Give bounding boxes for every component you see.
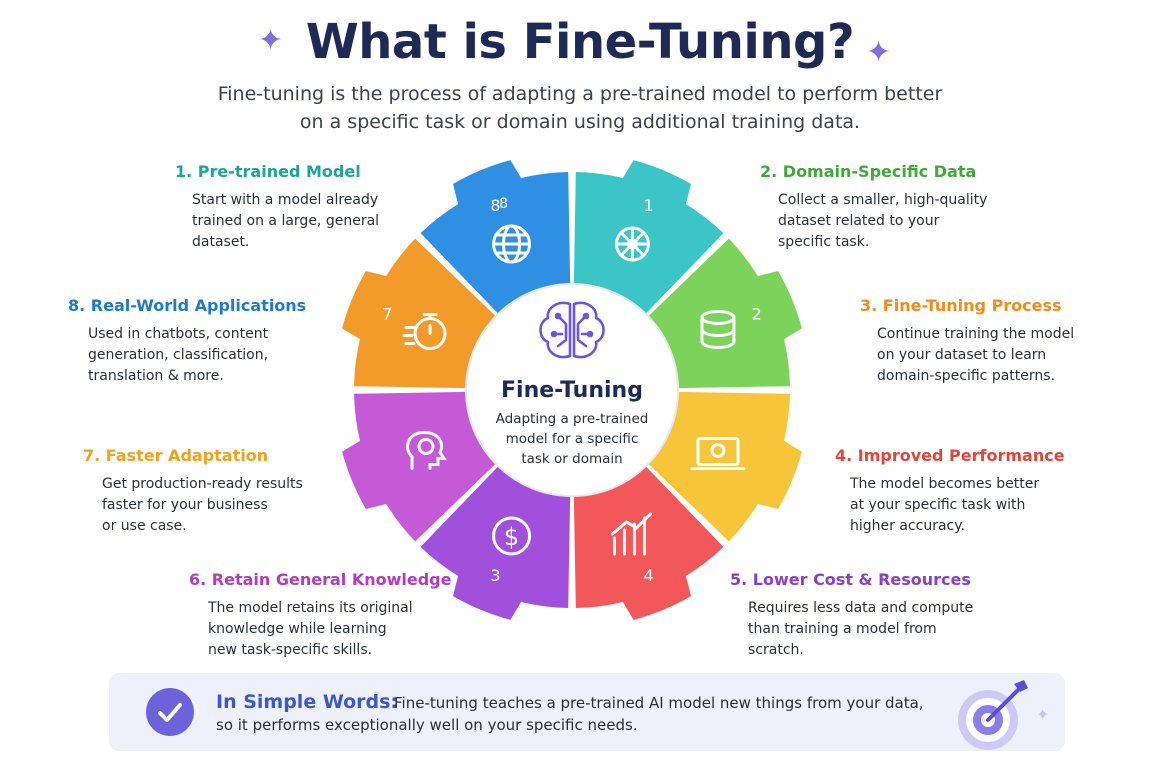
subtitle-line: on a specific task or domain using addit… bbox=[299, 111, 861, 133]
segment-badge: 3 bbox=[490, 566, 500, 585]
step-4: 4. Improved Performance The model become… bbox=[835, 446, 1090, 537]
step-description: The model retains its original knowledge… bbox=[208, 598, 448, 661]
step-description: Requires less data and compute than trai… bbox=[748, 598, 988, 661]
segment-badge: 1 bbox=[643, 196, 653, 215]
step-title: 2. Domain-Specific Data bbox=[760, 162, 977, 181]
segment-badge: 8 bbox=[490, 196, 500, 215]
segment-badge: 4 bbox=[643, 566, 653, 585]
center-desc-line: Adapting a pre-trained bbox=[495, 411, 649, 427]
step-desc-line: than training a model from bbox=[748, 621, 937, 637]
center-desc-line: task or domain bbox=[521, 451, 623, 467]
step-description: Get production-ready results faster for … bbox=[102, 474, 342, 537]
simple-words-text: so it performs exceptionally well on you… bbox=[216, 716, 638, 734]
step-3: 3. Fine-Tuning Process Continue training… bbox=[860, 296, 1117, 387]
step-8: 8. Real-World Applications Used in chatb… bbox=[68, 296, 328, 387]
step-description: Collect a smaller, high-quality dataset … bbox=[778, 190, 1018, 253]
segment-badge: 7 bbox=[382, 304, 392, 323]
network-icon bbox=[614, 226, 650, 262]
step-desc-line: translation & more. bbox=[88, 368, 224, 384]
step-desc-line: knowledge while learning bbox=[208, 621, 387, 637]
step-title: 4. Improved Performance bbox=[835, 446, 1065, 465]
sparkle-icon: ✦ bbox=[866, 36, 892, 69]
step-desc-line: on your dataset to learn bbox=[877, 347, 1047, 363]
subtitle-line: Fine-tuning is the process of adapting a… bbox=[217, 83, 943, 105]
step-6: 6. Retain General Knowledge The model re… bbox=[189, 570, 451, 661]
wheel-segment-4 bbox=[573, 460, 724, 620]
center-description: Adapting a pre-trained model for a speci… bbox=[482, 409, 662, 469]
step-desc-line: dataset. bbox=[192, 234, 250, 250]
step-5: 5. Lower Cost & Resources Requires less … bbox=[730, 570, 988, 661]
wheel-icons: 1 2 4 $3 7 88 bbox=[382, 196, 762, 585]
center-desc-line: model for a specific bbox=[505, 431, 639, 447]
step-title: 1. Pre-trained Model bbox=[175, 162, 361, 181]
globe-icon bbox=[492, 224, 532, 264]
step-desc-line: higher accuracy. bbox=[850, 518, 965, 534]
simple-words-text: Fine-tuning teaches a pre-trained AI mod… bbox=[394, 694, 924, 712]
target-arrow-icon: ✦ bbox=[958, 680, 1049, 750]
bar-chart-icon bbox=[610, 512, 652, 556]
step-7: 7. Faster Adaptation Get production-read… bbox=[83, 446, 342, 537]
step-desc-line: The model retains its original bbox=[208, 600, 413, 616]
head-brain-icon bbox=[406, 430, 447, 470]
step-desc-line: Continue training the model bbox=[877, 326, 1075, 342]
wheel-segment-6 bbox=[342, 391, 502, 542]
step-title: 3. Fine-Tuning Process bbox=[860, 296, 1062, 315]
page-title: What is Fine-Tuning? bbox=[305, 14, 855, 70]
step-desc-line: dataset related to your bbox=[778, 213, 940, 229]
wheel-segment-7 bbox=[342, 238, 502, 389]
brain-circuit-icon bbox=[539, 301, 605, 359]
step-2: 2. Domain-Specific Data Collect a smalle… bbox=[760, 162, 1018, 253]
step-description: Start with a model already trained on a … bbox=[192, 190, 432, 253]
segment-badge: 8 bbox=[499, 196, 508, 212]
step-description: The model becomes better at your specifi… bbox=[850, 474, 1090, 537]
center-title: Fine-Tuning bbox=[501, 378, 643, 403]
step-desc-line: Used in chatbots, content bbox=[88, 326, 269, 342]
step-description: Continue training the model on your data… bbox=[877, 324, 1117, 387]
step-desc-line: specific task. bbox=[778, 234, 870, 250]
svg-text:$: $ bbox=[504, 523, 519, 551]
step-desc-line: Collect a smaller, high-quality bbox=[778, 192, 988, 208]
segment-badge: 2 bbox=[752, 304, 762, 323]
dollar-icon: $ bbox=[492, 516, 532, 556]
step-desc-line: domain-specific patterns. bbox=[877, 368, 1056, 384]
step-desc-line: Requires less data and compute bbox=[748, 600, 974, 616]
step-title: 5. Lower Cost & Resources bbox=[730, 570, 971, 589]
step-desc-line: faster for your business bbox=[102, 497, 268, 513]
page-subtitle: Fine-tuning is the process of adapting a… bbox=[180, 80, 980, 136]
step-desc-line: or use case. bbox=[102, 518, 187, 534]
step-desc-line: at your specific task with bbox=[850, 497, 1026, 513]
stopwatch-icon bbox=[402, 313, 447, 351]
check-icon bbox=[146, 688, 194, 736]
step-1: 1. Pre-trained Model Start with a model … bbox=[175, 162, 432, 253]
step-description: Used in chatbots, content generation, cl… bbox=[88, 324, 328, 387]
step-title: 6. Retain General Knowledge bbox=[189, 570, 452, 589]
step-desc-line: The model becomes better bbox=[850, 476, 1040, 492]
center-circle bbox=[465, 283, 679, 497]
laptop-gear-icon bbox=[690, 436, 746, 470]
step-desc-line: generation, classification, bbox=[88, 347, 269, 363]
step-desc-line: trained on a large, general bbox=[192, 213, 380, 229]
step-desc-line: scratch. bbox=[748, 642, 804, 658]
simple-words-label: In Simple Words: bbox=[216, 691, 399, 713]
svg-text:✦: ✦ bbox=[1036, 705, 1049, 724]
simple-words-card bbox=[109, 673, 1065, 751]
step-title: 7. Faster Adaptation bbox=[83, 446, 269, 465]
wheel-segment-3 bbox=[642, 391, 802, 542]
step-desc-line: Get production-ready results bbox=[102, 476, 303, 492]
step-desc-line: Start with a model already bbox=[192, 192, 379, 208]
wheel-segment-2 bbox=[642, 238, 802, 389]
step-desc-line: new task-specific skills. bbox=[208, 642, 373, 658]
sparkle-icon: ✦ bbox=[258, 24, 284, 57]
step-title: 8. Real-World Applications bbox=[68, 296, 307, 315]
database-icon bbox=[700, 310, 736, 350]
